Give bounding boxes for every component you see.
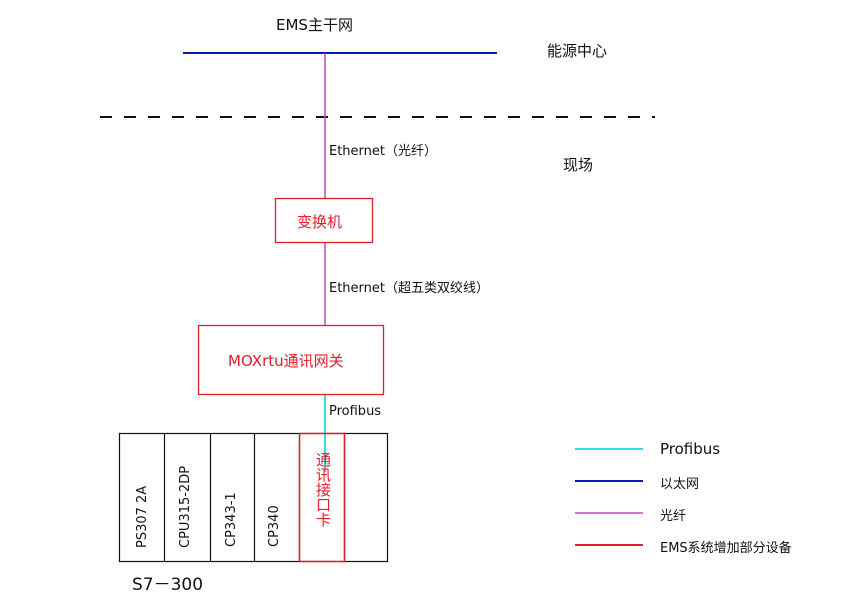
s7-rack-frame [118, 432, 389, 563]
legend-ethernet-label: 以太网 [660, 477, 700, 492]
legend-ems-label: EMS系统增加部分设备 [660, 541, 792, 556]
gateway-box [197, 324, 385, 396]
ems-backbone-label: EMS主干网 [276, 16, 353, 34]
gateway-label: MOXrtu通讯网关 [228, 352, 344, 370]
switch-box [274, 197, 374, 244]
slot-cp340: CP340 [267, 505, 282, 547]
slot-cpu315: CPU315-2DP [178, 465, 193, 548]
cat5-link-label: Ethernet（超五类双绞线） [329, 281, 489, 296]
legend-fiber-label: 光纤 [660, 509, 687, 524]
field-label: 现场 [563, 156, 594, 174]
legend-profibus-label: Profibus [660, 440, 721, 458]
comm-card-slot [298, 432, 346, 563]
slot-cp343: CP343-1 [224, 492, 239, 547]
slot-comm-card: 通讯接口卡 [314, 452, 332, 527]
energy-center-label: 能源中心 [547, 42, 608, 60]
fiber-link-label: Ethernet（光纤） [329, 144, 437, 159]
profibus-link-label: Profibus [329, 404, 382, 419]
rack-label: S7－300 [132, 575, 204, 595]
slot-ps307: PS307 2A [135, 485, 150, 548]
switch-label: 变换机 [297, 213, 343, 231]
